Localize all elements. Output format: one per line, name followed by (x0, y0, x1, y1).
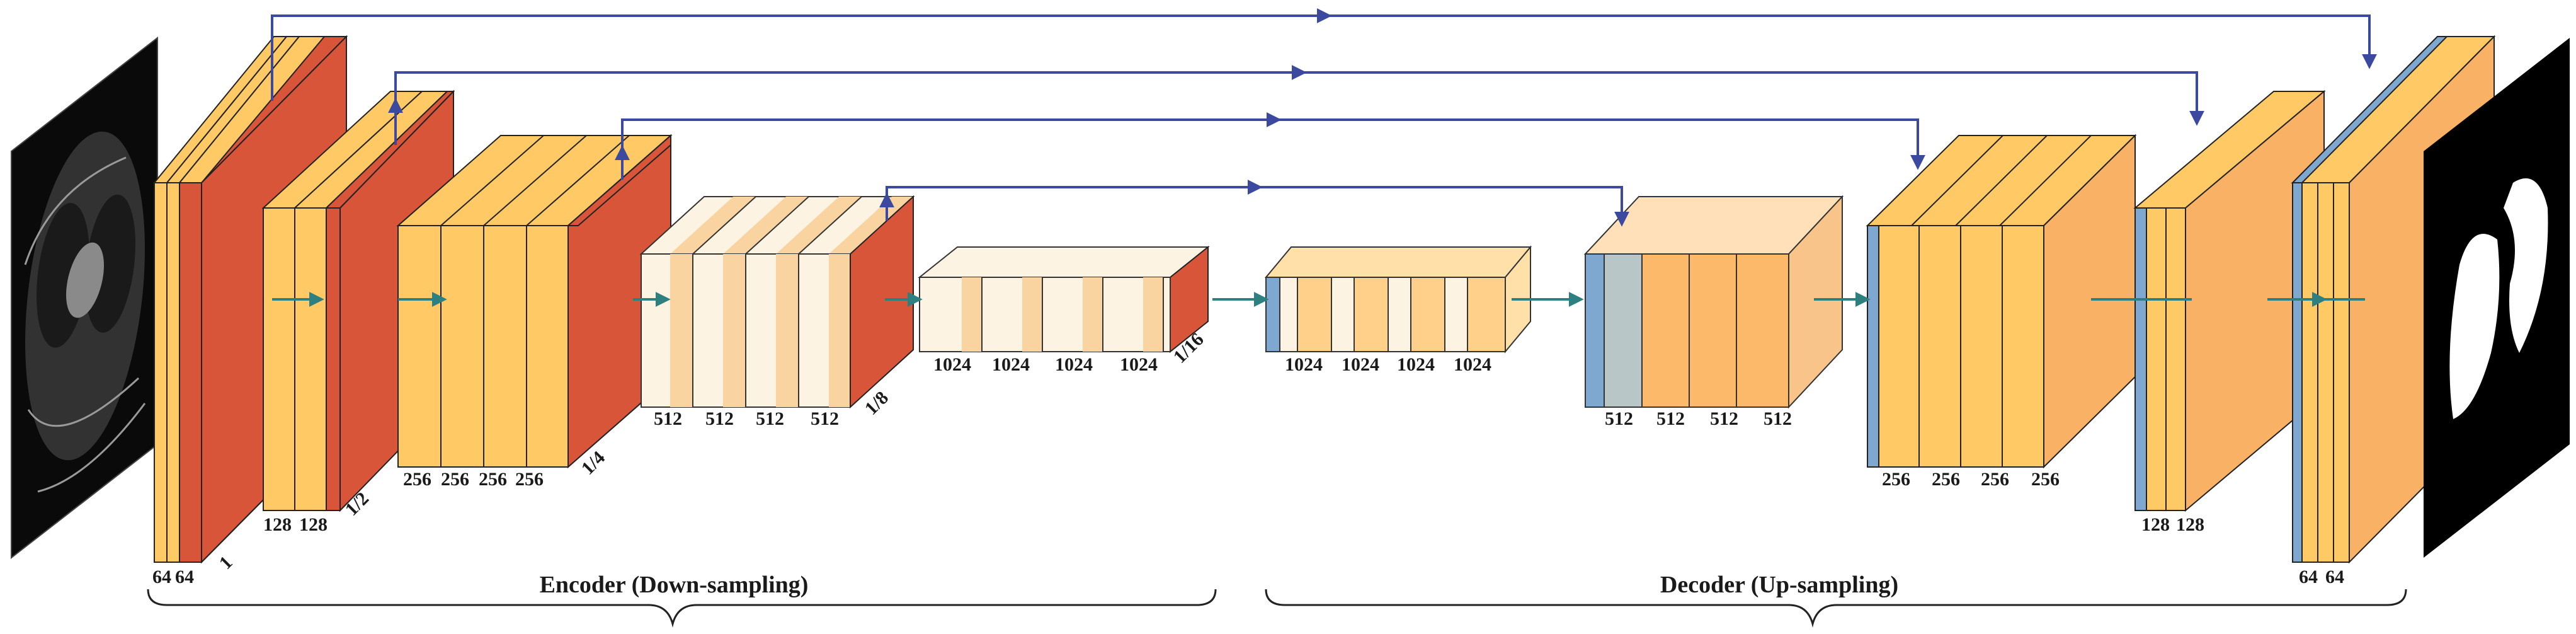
label-dec3-c: 256 (1981, 469, 2009, 490)
label-enc3-d: 256 (515, 469, 544, 490)
label-dec2-a: 128 (2141, 514, 2170, 535)
label-bnb-d: 1024 (1454, 354, 1491, 375)
decoder-block-4 (1583, 195, 1844, 409)
decoder-brace (1265, 589, 2407, 628)
label-dec3-d: 256 (2031, 469, 2060, 490)
label-enc4-a: 512 (654, 408, 682, 429)
encoder-section-label: Encoder (Down-sampling) (540, 572, 809, 598)
decoder-block-3 (1866, 134, 2137, 469)
label-enc2-b: 128 (299, 514, 328, 535)
label-dec4-a: 512 (1605, 408, 1633, 429)
output-segmentation-mask (2424, 38, 2570, 558)
label-dec4-b: 512 (1656, 408, 1685, 429)
label-dec3-a: 256 (1882, 469, 1910, 490)
label-enc4-c: 512 (756, 408, 784, 429)
label-bna-a: 1024 (933, 354, 971, 375)
scale-label-1: 1 (215, 552, 237, 573)
label-dec4-c: 512 (1710, 408, 1738, 429)
label-dec3-b: 256 (1932, 469, 1960, 490)
label-enc2-a: 128 (263, 514, 292, 535)
label-dec1-b: 64 (2325, 567, 2344, 587)
label-enc3-c: 256 (479, 469, 507, 490)
label-dec2-b: 128 (2176, 514, 2204, 535)
bottleneck-block-b (1264, 245, 1532, 354)
label-enc1-a: 64 (152, 567, 171, 587)
label-dec1-a: 64 (2299, 567, 2318, 587)
encoder-block-4 (639, 195, 915, 409)
label-enc4-b: 512 (705, 408, 734, 429)
label-bnb-a: 1024 (1285, 354, 1323, 375)
decoder-block-2 (2133, 89, 2326, 512)
label-bna-c: 1024 (1055, 354, 1093, 375)
encoder-brace (147, 589, 1217, 628)
decoder-section-label: Decoder (Up-sampling) (1660, 572, 1898, 598)
channel-labels: 64 64 128 128 256 256 256 256 512 512 51… (152, 354, 2344, 587)
bottleneck-block-a (918, 245, 1210, 354)
label-enc3-b: 256 (441, 469, 469, 490)
input-ct-image (11, 36, 158, 560)
label-enc3-a: 256 (403, 469, 431, 490)
label-bnb-b: 1024 (1342, 354, 1379, 375)
label-bna-b: 1024 (992, 354, 1030, 375)
skip-connections (271, 8, 2377, 227)
label-bnb-c: 1024 (1397, 354, 1435, 375)
label-dec4-d: 512 (1764, 408, 1792, 429)
label-enc4-d: 512 (811, 408, 839, 429)
label-bna-d: 1024 (1120, 354, 1158, 375)
label-enc1-b: 64 (175, 567, 194, 587)
